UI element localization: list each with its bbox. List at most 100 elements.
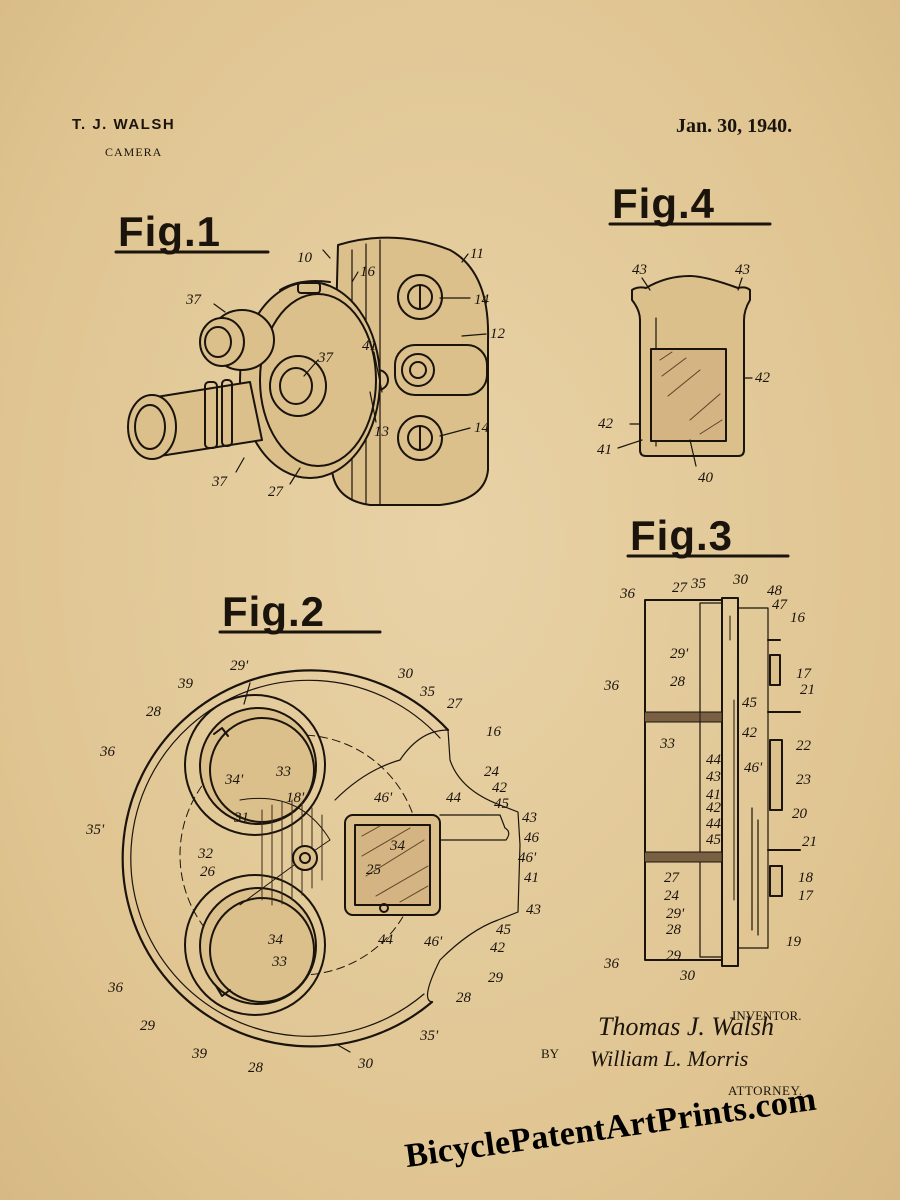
ref-label: 27 bbox=[268, 484, 285, 500]
ref-label: 28 bbox=[146, 704, 162, 720]
figure-2: Fig.2 bbox=[85, 588, 541, 1076]
ref-label: 35 bbox=[690, 576, 707, 592]
ref-label: 22 bbox=[796, 738, 812, 754]
ref-label: 28 bbox=[248, 1060, 264, 1076]
ref-label: 43 bbox=[706, 769, 721, 785]
ref-label: 36 bbox=[603, 678, 620, 694]
ref-label: 36 bbox=[619, 586, 636, 602]
figure-3: Fig.3 36 27 bbox=[603, 512, 817, 984]
ref-label: 40 bbox=[698, 470, 714, 486]
ref-label: 43 bbox=[526, 902, 541, 918]
ref-label: 37 bbox=[185, 292, 203, 308]
ref-label: 46' bbox=[744, 760, 763, 776]
ref-label: 42 bbox=[492, 780, 508, 796]
ref-label: 33 bbox=[275, 764, 291, 780]
ref-label: 26 bbox=[200, 864, 216, 880]
figure-1-title: Fig.1 bbox=[118, 208, 221, 255]
figure-3-title: Fig.3 bbox=[630, 512, 733, 559]
ref-label: 30 bbox=[732, 572, 749, 588]
ref-label: 45 bbox=[706, 832, 722, 848]
ref-label: 29 bbox=[488, 970, 504, 986]
ref-label: 14 bbox=[474, 292, 490, 308]
ref-label: 31 bbox=[233, 810, 249, 826]
ref-label: 42 bbox=[598, 416, 614, 432]
ref-label: 24 bbox=[664, 888, 680, 904]
ref-label: 44 bbox=[446, 790, 462, 806]
ref-label: 36 bbox=[107, 980, 124, 996]
figure-4: Fig.4 43 43 42 42 41 40 bbox=[597, 180, 771, 486]
ref-label: 25 bbox=[366, 862, 382, 878]
ref-label: 30 bbox=[397, 666, 414, 682]
attorney-signature: William L. Morris bbox=[590, 1046, 748, 1072]
ref-label: 11 bbox=[470, 246, 484, 262]
ref-label: 20 bbox=[792, 806, 808, 822]
figure-4-title: Fig.4 bbox=[612, 180, 715, 227]
ref-label: 16 bbox=[790, 610, 806, 626]
inventor-signature: Thomas J. Walsh bbox=[598, 1012, 774, 1042]
ref-label: 42 bbox=[490, 940, 506, 956]
ref-label: 41 bbox=[597, 442, 612, 458]
ref-label: 28 bbox=[670, 674, 686, 690]
ref-label: 28 bbox=[666, 922, 682, 938]
figure-1: Fig.1 bbox=[116, 208, 506, 505]
ref-label: 36 bbox=[99, 744, 116, 760]
by-label: BY bbox=[541, 1046, 559, 1062]
ref-label: 35 bbox=[419, 684, 436, 700]
ref-label: 35' bbox=[85, 822, 105, 838]
ref-label: 29 bbox=[140, 1018, 156, 1034]
ref-label: 34' bbox=[224, 772, 244, 788]
ref-label: 39 bbox=[177, 676, 194, 692]
ref-label: 44 bbox=[706, 816, 722, 832]
ref-label: 42 bbox=[755, 370, 771, 386]
ref-label: 37 bbox=[211, 474, 229, 490]
ref-label: 41 bbox=[362, 338, 377, 354]
figure-2-title: Fig.2 bbox=[222, 588, 325, 635]
ref-label: 33 bbox=[271, 954, 287, 970]
ref-label: 23 bbox=[796, 772, 811, 788]
ref-label: 27 bbox=[447, 696, 464, 712]
ref-label: 12 bbox=[490, 326, 506, 342]
ref-label: 10 bbox=[297, 250, 313, 266]
ref-label: 46 bbox=[524, 830, 540, 846]
ref-label: 19 bbox=[786, 934, 802, 950]
ref-label: 47 bbox=[772, 597, 789, 613]
ref-label: 34 bbox=[267, 932, 284, 948]
ref-label: 45 bbox=[742, 695, 758, 711]
ref-label: 44 bbox=[378, 932, 394, 948]
camera-illustration bbox=[128, 238, 488, 505]
ref-label: 16 bbox=[486, 724, 502, 740]
ref-label: 29 bbox=[666, 948, 682, 964]
ref-label: 45 bbox=[496, 922, 512, 938]
ref-label: 43 bbox=[522, 810, 537, 826]
ref-label: 42 bbox=[706, 800, 722, 816]
ref-label: 30 bbox=[679, 968, 696, 984]
ref-label: 34 bbox=[389, 838, 406, 854]
ref-label: 21 bbox=[800, 682, 815, 698]
ref-label: 17 bbox=[798, 888, 815, 904]
ref-label: 46' bbox=[424, 934, 443, 950]
ref-label: 29' bbox=[666, 906, 685, 922]
ref-label: 33 bbox=[659, 736, 675, 752]
ref-label: 44 bbox=[706, 752, 722, 768]
ref-label: 43 bbox=[632, 262, 647, 278]
ref-label: 27 bbox=[672, 580, 689, 596]
ref-label: 32 bbox=[197, 846, 214, 862]
film-gate-plate bbox=[618, 276, 752, 466]
ref-label: 36 bbox=[603, 956, 620, 972]
ref-label: 29' bbox=[670, 646, 689, 662]
ref-label: 35' bbox=[419, 1028, 439, 1044]
ref-label: 41 bbox=[524, 870, 539, 886]
ref-label: 46' bbox=[374, 790, 393, 806]
ref-label: 18' bbox=[286, 790, 305, 806]
ref-label: 45 bbox=[494, 796, 510, 812]
ref-label: 27 bbox=[664, 870, 681, 886]
ref-label: 24 bbox=[484, 764, 500, 780]
ref-label: 18 bbox=[798, 870, 814, 886]
ref-label: 28 bbox=[456, 990, 472, 1006]
ref-label: 42 bbox=[742, 725, 758, 741]
ref-label: 14 bbox=[474, 420, 490, 436]
ref-label: 46' bbox=[518, 850, 537, 866]
ref-label: 39 bbox=[191, 1046, 208, 1062]
ref-label: 37 bbox=[317, 350, 335, 366]
